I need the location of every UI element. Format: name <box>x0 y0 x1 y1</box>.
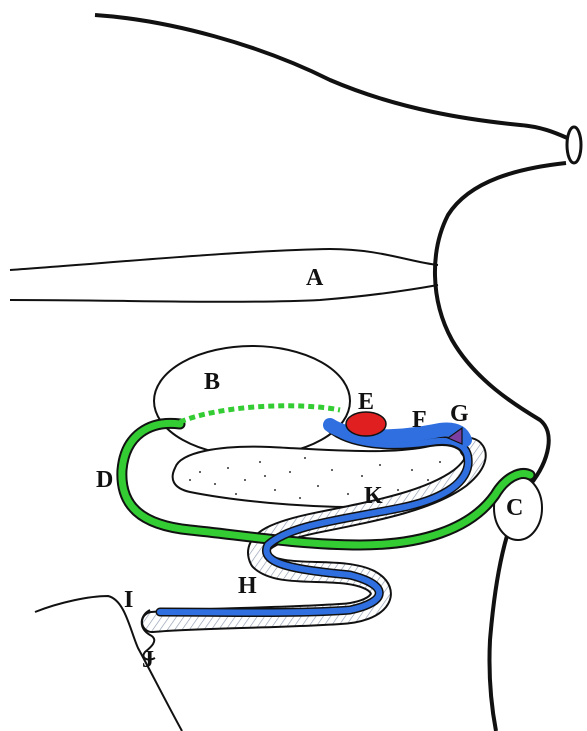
tube-opening <box>567 127 581 163</box>
label-d: D <box>96 468 113 492</box>
label-k: K <box>364 484 383 508</box>
label-c: C <box>506 496 523 520</box>
body-outline <box>95 15 572 140</box>
label-j: J <box>142 648 154 672</box>
structure-b <box>154 346 350 456</box>
gland-e <box>346 412 386 436</box>
label-i: I <box>124 588 133 612</box>
label-f: F <box>412 408 427 432</box>
label-a: A <box>306 266 323 290</box>
label-b: B <box>204 370 220 394</box>
label-h: H <box>238 574 257 598</box>
label-e: E <box>358 390 374 414</box>
label-g: G <box>450 402 469 426</box>
structure-a <box>10 249 438 302</box>
